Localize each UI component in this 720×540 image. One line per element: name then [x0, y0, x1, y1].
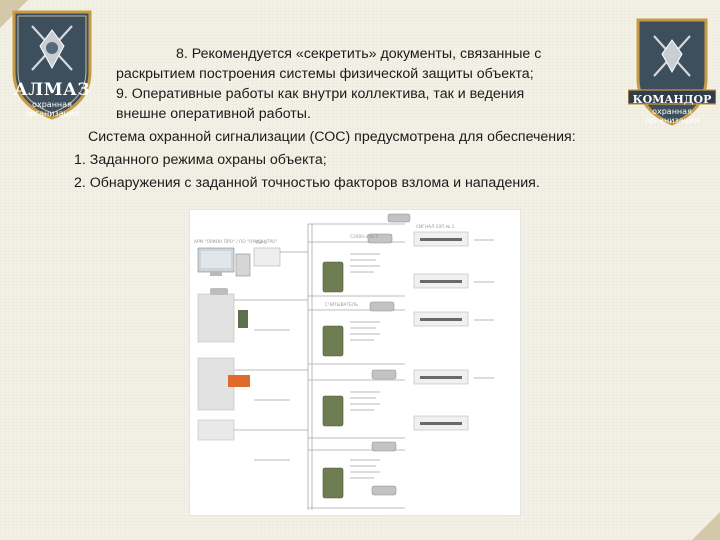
text-line-7: 2. Обнаружения с заданной точностью факт…	[74, 175, 540, 191]
text-line-5: Система охранной сигнализации (СОС) пред…	[88, 129, 576, 145]
komandor-logo: КОМАНДОР охранная организация	[628, 16, 716, 128]
almaz-sub1: охранная	[32, 100, 72, 109]
pi-label: ПИ-1	[256, 240, 267, 246]
komandor-sub2: организация	[644, 116, 700, 125]
c2000-label: С2000-4 № 6	[350, 234, 378, 240]
shield-icon	[628, 18, 716, 126]
almaz-subtitle: охранная организация	[8, 100, 96, 118]
reader-label: СЧИТЫВАТЕЛЬ	[325, 302, 358, 308]
almaz-name: АЛМАЗ	[13, 80, 91, 100]
workstation-icon: АРМ "ОРИОН ПРО" / ПО "ОРИОН ПРО"	[194, 239, 277, 277]
security-system-diagram: АРМ "ОРИОН ПРО" / ПО "ОРИОН ПРО" ПИ-1	[189, 209, 521, 516]
komandor-name: КОМАНДОР	[632, 93, 712, 106]
almaz-logo: АЛМАЗ охранная организация	[8, 8, 96, 120]
text-line-1: 8. Рекомендуется «секретить» документы, …	[176, 46, 542, 62]
text-line-6: 1. Заданного режима охраны объекта;	[74, 152, 327, 168]
schematic-image: АРМ "ОРИОН ПРО" / ПО "ОРИОН ПРО" ПИ-1	[194, 213, 494, 510]
komandor-sub1: охранная	[652, 107, 692, 116]
text-line-3: 9. Оперативные работы как внутри коллект…	[116, 86, 525, 102]
komandor-subtitle: охранная организация	[628, 107, 716, 125]
almaz-sub2: организация	[24, 109, 80, 118]
shield-icon	[12, 10, 92, 120]
text-line-2: раскрытием построения системы физической…	[116, 66, 534, 82]
text-line-4: внешне оперативной работы.	[116, 106, 311, 122]
arm-label: АРМ "ОРИОН ПРО" / ПО "ОРИОН ПРО"	[194, 239, 277, 245]
decorative-corner-bottom-right	[692, 512, 720, 540]
signal-label: СИГНАЛ-20П № 1	[416, 224, 455, 230]
